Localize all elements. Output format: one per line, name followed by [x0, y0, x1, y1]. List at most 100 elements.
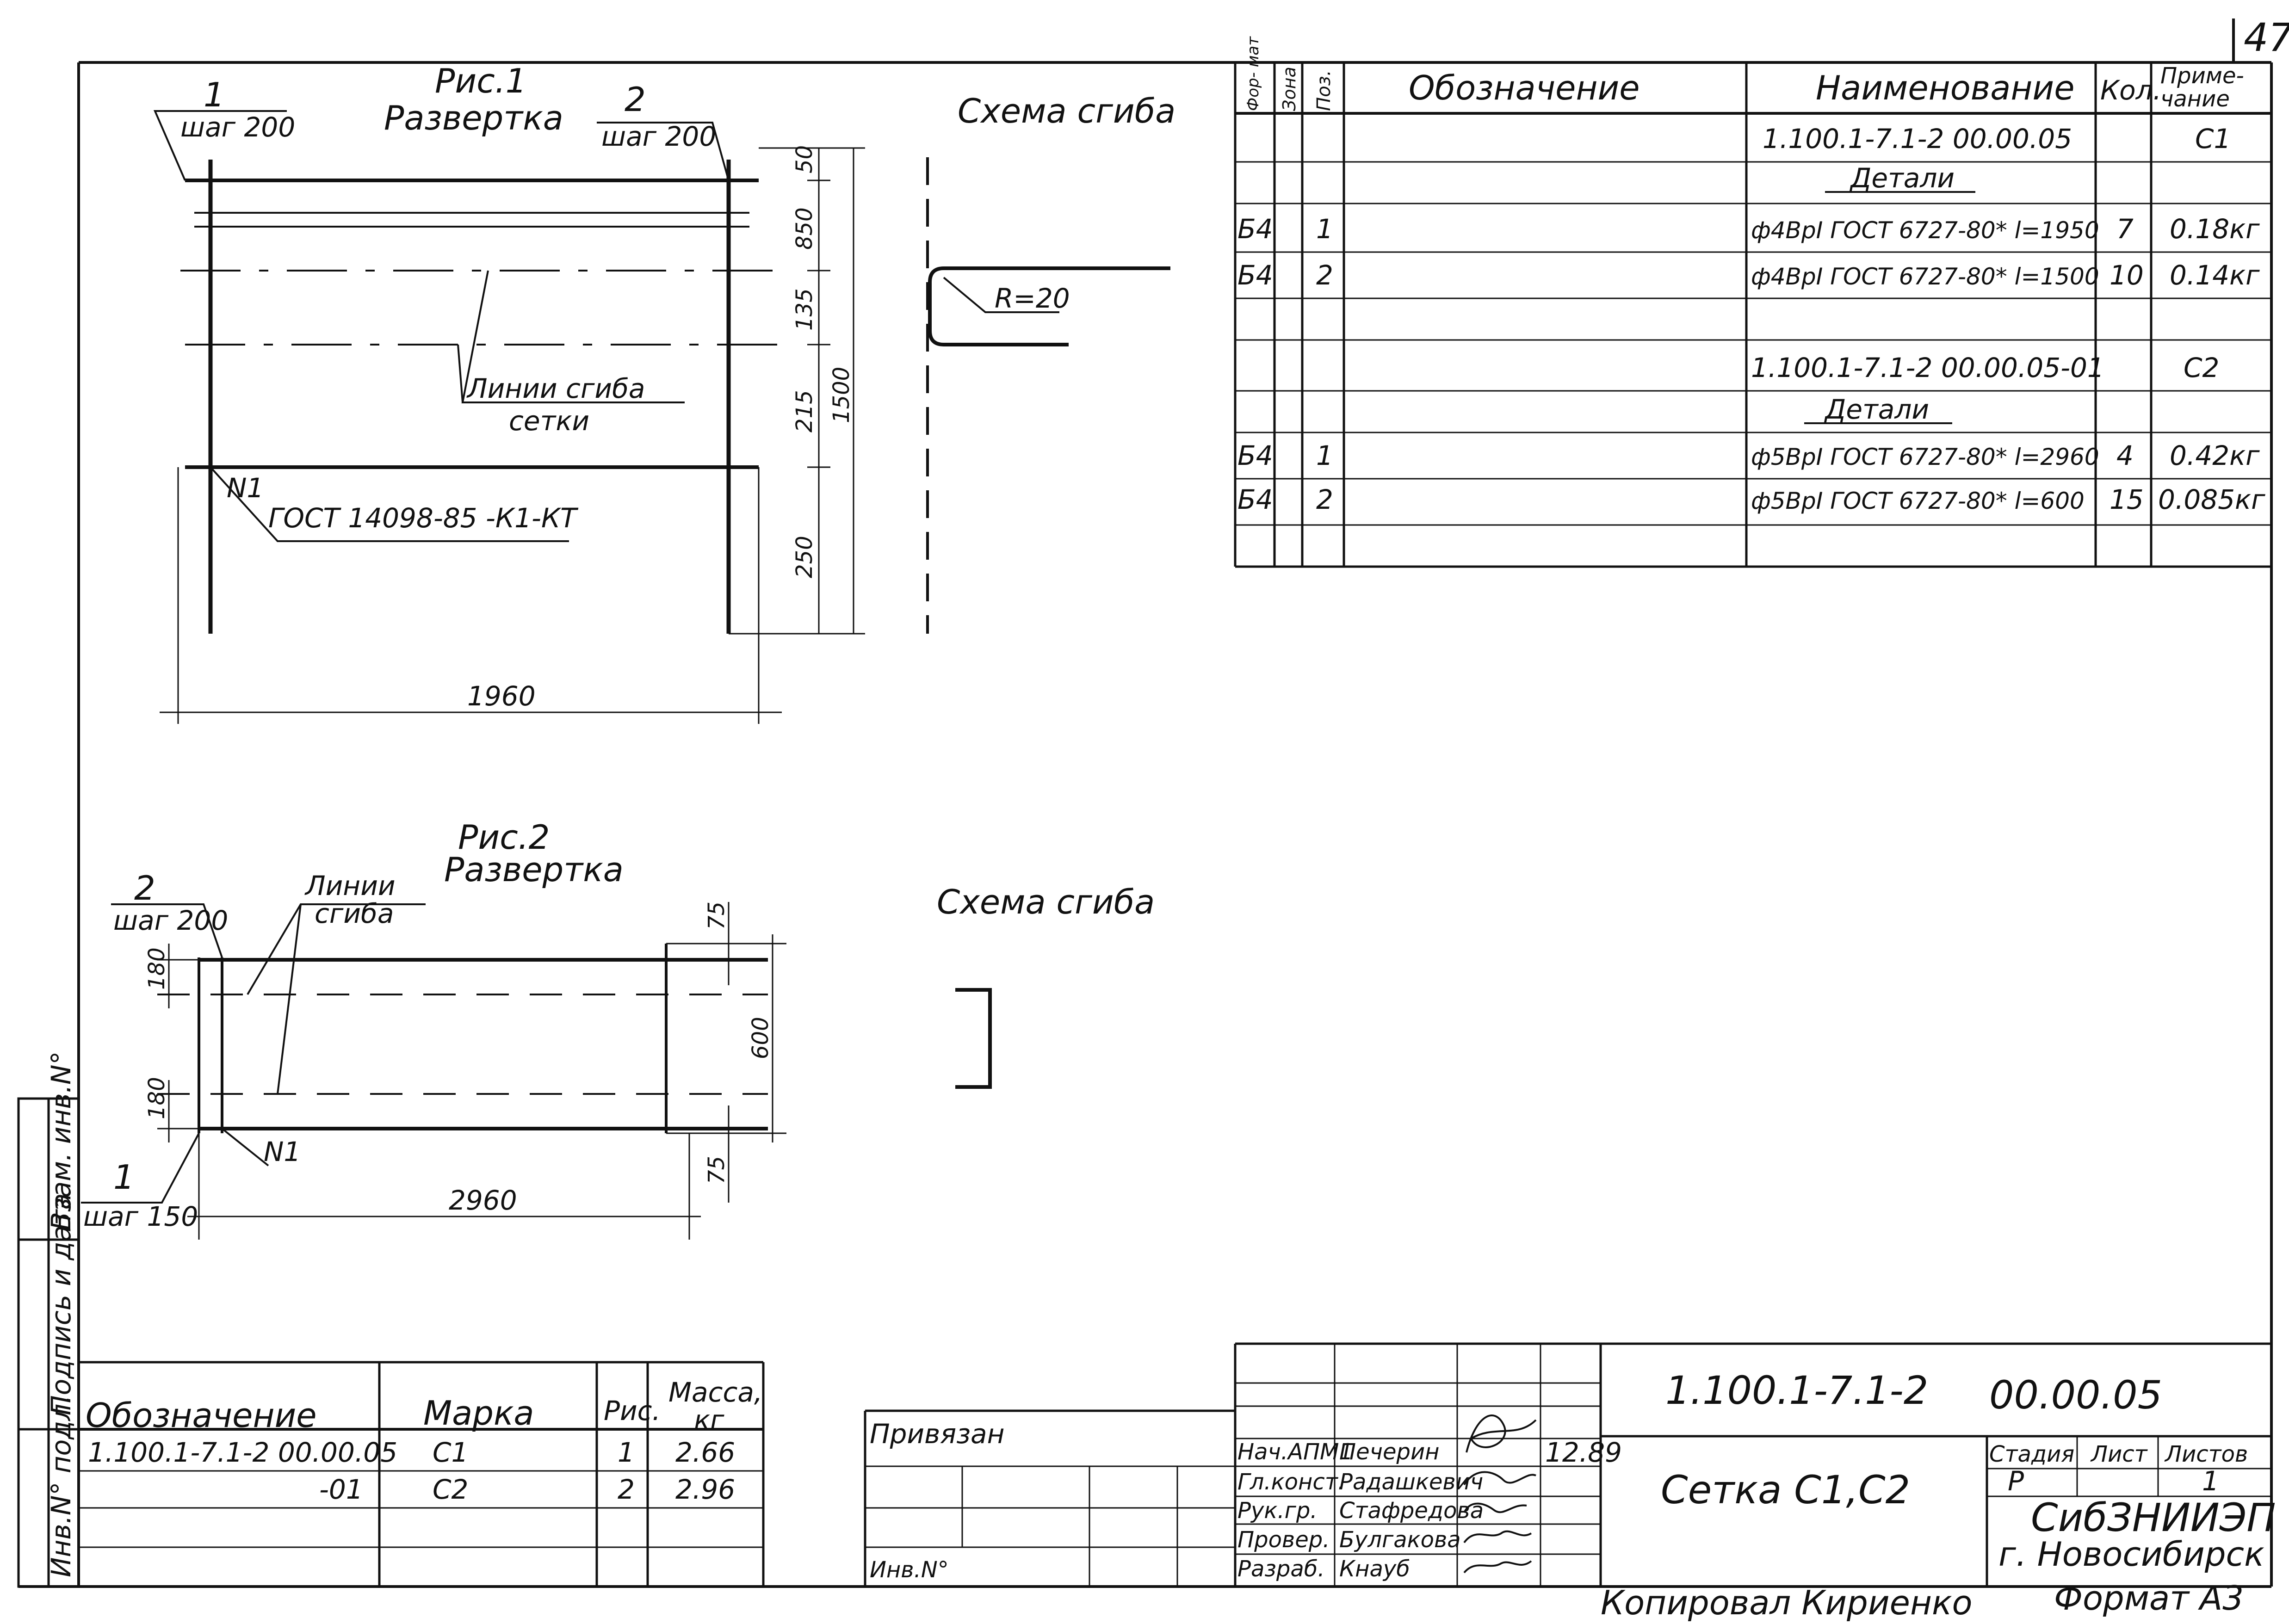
fig1-callout1-number: 1 — [204, 75, 225, 114]
bend-scheme-2: Схема сгиба — [937, 883, 1155, 1089]
fig2-callout1-leader — [81, 1133, 200, 1204]
figure-2: Рис.2 Развертка 2 шаг 200 Линии сгиба — [81, 818, 786, 1240]
mark-row-fig: 2 — [618, 1474, 635, 1505]
fig2-right-dims — [728, 902, 773, 1203]
fig2-mesh — [157, 943, 786, 1240]
fig2-callout2-leader — [111, 903, 223, 958]
fig2-dim-2960: 2960 — [449, 1185, 517, 1216]
fig1-dim-215: 215 — [792, 390, 817, 432]
fig1-callout1-leader — [153, 110, 287, 181]
spec-row-name: ф5ВрI ГОСТ 6727-80* l=600 — [1751, 488, 2085, 514]
bend-scheme-2-title: Схема сгиба — [937, 883, 1155, 921]
fig2-title: Рис.2 — [458, 818, 550, 857]
spec-row-note: 0.18кг — [2170, 213, 2260, 245]
title-person-name: Булгакова — [1339, 1527, 1461, 1553]
title-person-role: Разраб. — [1237, 1556, 1325, 1582]
spec-row-pos: 1 — [1316, 440, 1333, 471]
fig1-dim-50: 50 — [792, 145, 817, 173]
figure-1: Рис.1 Развертка 1 шаг 200 2 шаг 200 — [153, 62, 865, 724]
spec-row-name: ф5ВрI ГОСТ 6727-80* l=2960 — [1751, 444, 2099, 470]
mark-row-mass: 2.66 — [675, 1437, 735, 1468]
spec-header-note-1: Приме- — [2160, 63, 2244, 89]
mark-row-fig: 1 — [618, 1437, 635, 1468]
fig1-callout1-text: шаг 200 — [180, 111, 295, 143]
spec-row-name: 1.100.1-7.1-2 00.00.05 — [1763, 123, 2072, 154]
fig2-dim-180b: 180 — [144, 1077, 170, 1119]
spec-row-name: Детали — [1824, 394, 1929, 425]
copied-by: Копировал Кириенко — [1601, 1583, 1973, 1622]
spec-row-note: С2 — [2184, 352, 2219, 383]
fig1-title: Рис.1 — [435, 62, 527, 100]
side-stamp-signature-date: Подпись и дата — [45, 1193, 77, 1415]
spec-row-name: Детали — [1849, 162, 1955, 194]
fig2-weld-leader — [221, 1128, 269, 1167]
fig1-weld-standard: ГОСТ 14098-85 -К1-КТ — [268, 502, 579, 534]
binding-label: Привязан — [870, 1418, 1005, 1450]
fig2-dim-75b: 75 — [704, 1156, 730, 1184]
fig1-dim-135: 135 — [792, 288, 817, 331]
bend-scheme-2-profile — [955, 988, 992, 1089]
fig1-dim-1500: 1500 — [829, 367, 854, 423]
title-person-name: Стафредова — [1339, 1498, 1484, 1524]
fig2-callout2-number: 2 — [134, 869, 155, 908]
bend-scheme-1-radius-leader — [943, 277, 1059, 313]
fig1-dim-250: 250 — [792, 536, 817, 578]
fig1-dim-1960: 1960 — [467, 680, 536, 712]
binding-block — [864, 1409, 1235, 1587]
spec-row-format: Б4 — [1237, 484, 1273, 515]
mark-header-mass-1: Масса, — [668, 1377, 762, 1408]
page-number: 47 — [2244, 15, 2289, 60]
title-stage-label: Стадия — [1989, 1441, 2074, 1467]
spec-row-pos: 2 — [1316, 484, 1333, 515]
fig1-weld-leader — [210, 466, 569, 542]
bend-scheme-1-title: Схема сгиба — [958, 92, 1175, 130]
title-sheets-label: Листов — [2164, 1441, 2248, 1467]
title-block — [1234, 1342, 2271, 1587]
spec-row-note: 0.14кг — [2170, 259, 2260, 291]
side-stamp-original-inv: Инв.N° подл. — [45, 1395, 77, 1577]
sheet-format: Формат А3 — [2054, 1579, 2244, 1618]
fig2-dim-600: 600 — [748, 1017, 773, 1059]
spec-row-qty: 7 — [2116, 213, 2134, 245]
spec-row-note: 0.42кг — [2170, 440, 2260, 471]
spec-header-pos: Поз. — [1313, 70, 1335, 111]
fig1-callout2-text: шаг 200 — [601, 121, 716, 152]
fig1-weld-mark: N1 — [227, 472, 264, 504]
title-org-2: г. Новосибирск — [1998, 1535, 2264, 1574]
title-stage-value: Р — [2008, 1465, 2024, 1497]
fig2-weld-mark: N1 — [264, 1136, 301, 1167]
title-sheets-value: 1 — [2202, 1465, 2219, 1497]
fig1-vertical-dims — [807, 147, 865, 635]
mark-header-mark: Марка — [423, 1394, 534, 1433]
mark-header-designation: Обозначение — [86, 1396, 317, 1435]
title-date: 12.89 — [1545, 1437, 1622, 1468]
mark-header-fig: Рис. — [604, 1395, 661, 1426]
mark-row-designation: -01 — [319, 1474, 363, 1505]
spec-header-qty: Кол. — [2100, 74, 2161, 106]
fig1-callout2-leader — [597, 122, 730, 181]
fig2-dim-75a: 75 — [704, 902, 730, 930]
title-person-name: Кнауб — [1339, 1556, 1410, 1582]
fig2-bendlines-label-1: Линии — [304, 870, 396, 902]
title-person-name: Радашкевич — [1339, 1469, 1483, 1495]
spec-row-format: Б4 — [1237, 213, 1273, 245]
binding-inv-label: Инв.N° — [870, 1557, 949, 1583]
side-stamp — [17, 1097, 80, 1588]
sheet-frame — [19, 19, 2273, 1588]
title-person-name: Печерин — [1339, 1439, 1440, 1465]
spec-header-designation: Обозначение — [1409, 68, 1640, 107]
fig2-dim-180a: 180 — [144, 947, 170, 990]
title-doc-code: 1.100.1-7.1-2 — [1665, 1368, 1928, 1413]
spec-row-format: Б4 — [1237, 259, 1273, 291]
mark-row-mark: С2 — [433, 1474, 468, 1505]
fig1-callout2-number: 2 — [625, 80, 646, 119]
fig1-subtitle: Развертка — [384, 99, 563, 137]
mark-header-mass-2: кг — [694, 1404, 724, 1436]
title-org-1: СибЗНИИЭП — [2031, 1495, 2276, 1540]
spec-header-name: Наименование — [1816, 68, 2075, 107]
spec-row-name: ф4ВрI ГОСТ 6727-80* l=1950 — [1751, 217, 2099, 244]
mark-row-mark: С1 — [433, 1437, 468, 1468]
bend-scheme-1-radius: R=20 — [995, 283, 1070, 314]
bend-scheme-1: Схема сгиба R=20 — [926, 92, 1175, 634]
